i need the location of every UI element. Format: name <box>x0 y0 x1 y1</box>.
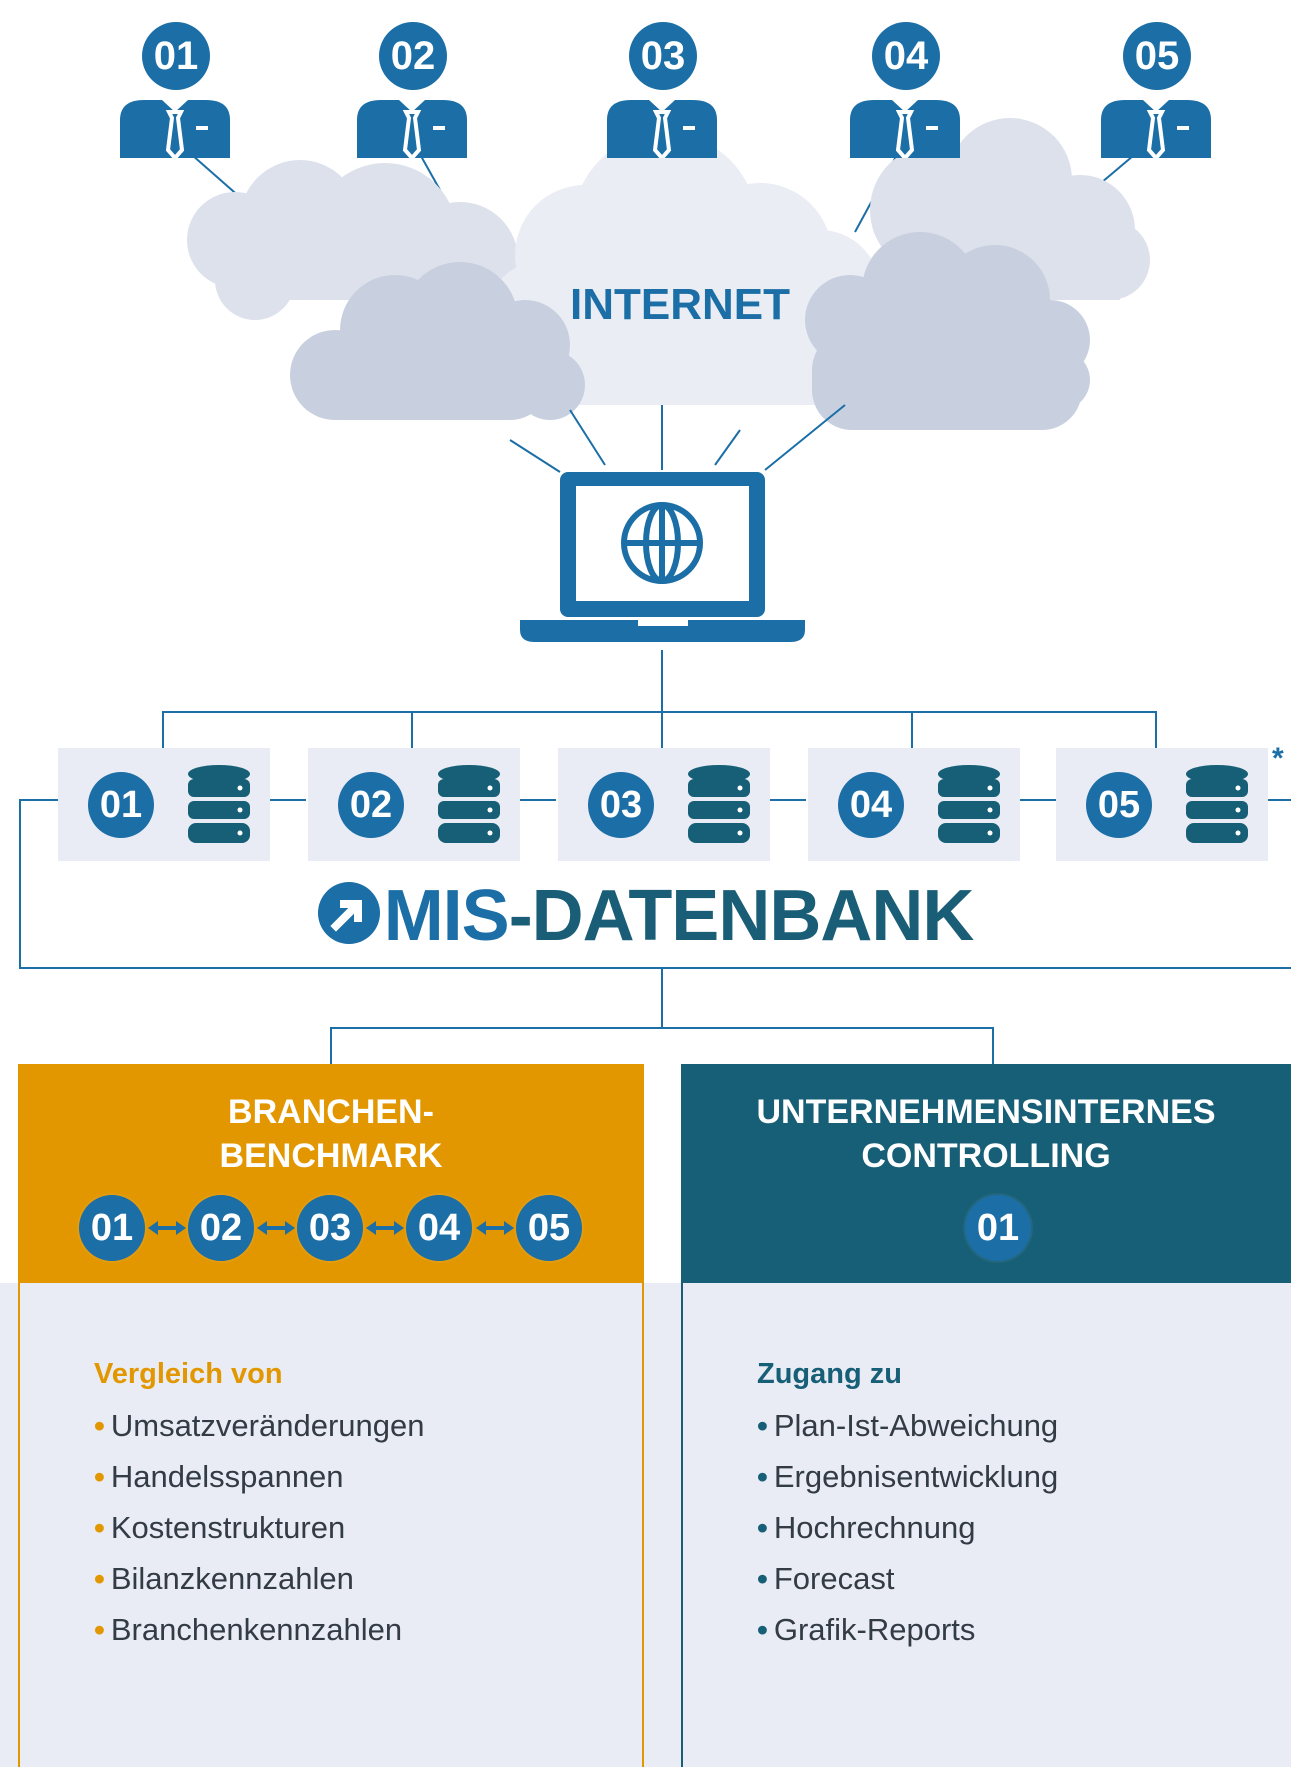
controlling-heading-line2: CONTROLLING <box>861 1137 1111 1175</box>
user-04: 04 <box>850 22 960 167</box>
list-item: •Bilanzkennzahlen <box>94 1561 354 1596</box>
database-number: 03 <box>588 772 654 838</box>
database-icon <box>1186 765 1248 843</box>
user-03: 03 <box>607 22 717 167</box>
list-item: •Kostenstrukturen <box>94 1510 346 1545</box>
database-number: 05 <box>1086 772 1152 838</box>
benchmark-list-title: Vergleich von <box>94 1358 283 1390</box>
connector-cloud-laptop-1 <box>509 439 561 473</box>
list-item: •Forecast <box>757 1561 895 1596</box>
database-number: 01 <box>88 772 154 838</box>
controlling-list: •Plan-Ist-Abweichung •Ergebnisentwicklun… <box>757 1406 1058 1661</box>
database-number: 04 <box>838 772 904 838</box>
database-number: 02 <box>338 772 404 838</box>
database-icon <box>438 765 500 843</box>
double-arrow-icon <box>257 1221 295 1235</box>
database-icon <box>188 765 250 843</box>
list-item: •Branchenkennzahlen <box>94 1612 403 1647</box>
list-item: •Handelsspannen <box>94 1459 344 1494</box>
connector-cloud-laptop-2 <box>569 409 606 466</box>
database-03: 03 <box>558 748 770 861</box>
user-number: 03 <box>629 22 697 90</box>
benchmark-heading-line2: BENCHMARK <box>219 1137 443 1175</box>
controlling-number: 01 <box>965 1195 1031 1261</box>
person-icon <box>357 100 467 158</box>
user-number: 05 <box>1123 22 1191 90</box>
database-01: 01 <box>58 748 270 861</box>
benchmark-list: •Umsatzveränderungen •Handelsspannen •Ko… <box>94 1406 424 1661</box>
title-mis: MIS <box>383 876 510 956</box>
person-icon <box>1101 100 1211 158</box>
double-arrow-icon <box>148 1221 186 1235</box>
connector-cloud-laptop-4 <box>714 429 741 466</box>
benchmark-number: 04 <box>406 1195 472 1261</box>
user-05: 05 <box>1101 22 1211 167</box>
list-item: •Ergebnisentwicklung <box>757 1459 1059 1494</box>
user-number: 01 <box>142 22 210 90</box>
list-item: •Umsatzveränderungen <box>94 1408 425 1443</box>
list-item: •Hochrechnung <box>757 1510 976 1545</box>
benchmark-heading-line1: BRANCHEN- <box>228 1093 434 1131</box>
person-icon <box>850 100 960 158</box>
benchmark-number: 01 <box>79 1195 145 1261</box>
user-01: 01 <box>120 22 230 167</box>
list-item: •Grafik-Reports <box>757 1612 976 1647</box>
controlling-body <box>681 1283 1291 1767</box>
laptop-globe-icon <box>520 472 805 642</box>
controlling-heading-line1: UNTERNEHMENSINTERNES <box>756 1093 1216 1131</box>
benchmark-number: 02 <box>188 1195 254 1261</box>
database-icon <box>938 765 1000 843</box>
database-05: 05 <box>1056 748 1268 861</box>
double-arrow-icon <box>476 1221 514 1235</box>
mis-datenbank-title: MIS-DATENBANK <box>0 875 1291 957</box>
database-icon <box>688 765 750 843</box>
benchmark-number: 05 <box>516 1195 582 1261</box>
double-arrow-icon <box>366 1221 404 1235</box>
benchmark-body <box>18 1283 644 1767</box>
person-icon <box>607 100 717 158</box>
database-04: 04 <box>808 748 1020 861</box>
person-icon <box>120 100 230 158</box>
list-item: •Plan-Ist-Abweichung <box>757 1408 1059 1443</box>
internet-label: INTERNET <box>570 280 790 329</box>
footnote-marker: * <box>1272 742 1284 775</box>
connector-cloud-laptop-5 <box>764 404 846 471</box>
controlling-list-title: Zugang zu <box>757 1358 902 1390</box>
benchmark-number: 03 <box>297 1195 363 1261</box>
database-02: 02 <box>308 748 520 861</box>
user-number: 02 <box>379 22 447 90</box>
user-02: 02 <box>357 22 467 167</box>
mis-logo-icon <box>317 882 380 944</box>
title-rest: -DATENBANK <box>508 876 975 956</box>
internet-cloud <box>187 118 1150 430</box>
user-number: 04 <box>872 22 940 90</box>
bottom-background <box>0 1283 1291 1767</box>
